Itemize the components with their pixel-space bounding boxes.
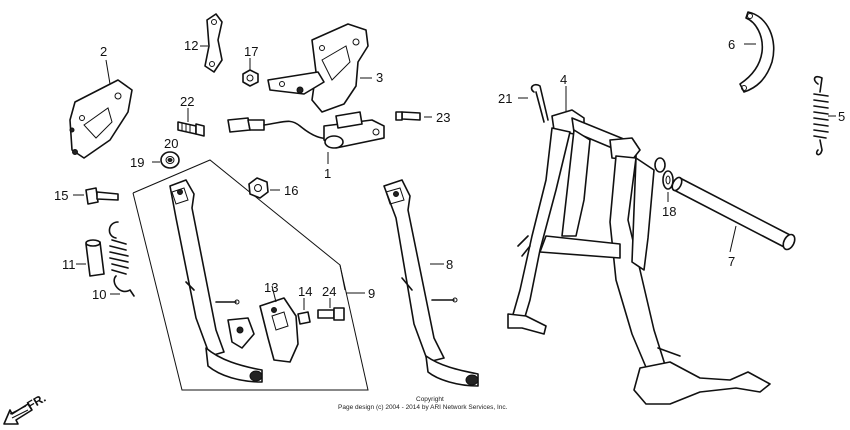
label-part-1: 1 [324,166,331,181]
label-part-6: 6 [728,37,735,52]
link-plate [204,13,223,73]
label-part-11: 11 [62,257,76,272]
main-stand [507,109,771,405]
label-part-21: 21 [498,91,512,106]
bolt-24 [317,307,345,321]
label-part-17: 17 [244,44,258,59]
label-part-9: 9 [368,286,375,301]
label-part-5: 5 [838,109,845,124]
collar-14 [297,311,311,325]
group-outline-tick [339,264,346,291]
label-part-15: 15 [54,188,68,203]
side-stand-boxed [169,179,263,383]
label-part-4: 4 [560,72,567,87]
label-part-10: 10 [92,287,106,302]
label-part-14: 14 [298,284,312,299]
label-part-7: 7 [728,254,735,269]
label-part-20: 20 [164,136,178,151]
bracket-plate-right [267,23,369,113]
label-part-13: 13 [264,280,278,295]
collar-11 [85,239,105,277]
copyright-notice: Page design (c) 2004 - 2014 by ARI Netwo… [338,404,508,411]
label-part-12: 12 [184,38,198,53]
label-part-23: 23 [436,110,450,125]
label-part-3: 3 [376,70,383,85]
spring-10 [108,221,135,297]
stand-switch [227,111,385,149]
label-part-18: 18 [662,204,676,219]
cotter-pin-21 [530,83,549,123]
bracket-plate-6 [739,11,775,93]
label-part-8: 8 [446,257,453,272]
washer-19-20 [160,151,180,169]
side-stand-group-outline [132,159,369,391]
spring-5 [813,75,829,156]
stopper-13 [259,297,299,363]
label-part-16: 16 [284,183,298,198]
bolt-22 [177,121,205,137]
washer-18 [662,170,674,190]
copyright-title: Copyright [416,396,444,403]
nut-16 [248,177,269,199]
label-part-19: 19 [130,155,144,170]
pivot-shaft-7 [654,157,796,251]
bolt-23 [395,111,421,121]
front-direction-arrow-icon [3,403,33,425]
bracket-plate-left [69,79,133,159]
label-part-22: 22 [180,94,194,109]
bolt-15 [85,187,119,205]
side-stand-8 [383,179,479,387]
nut-17 [242,69,259,87]
label-part-2: 2 [100,44,107,59]
label-part-24: 24 [322,284,336,299]
